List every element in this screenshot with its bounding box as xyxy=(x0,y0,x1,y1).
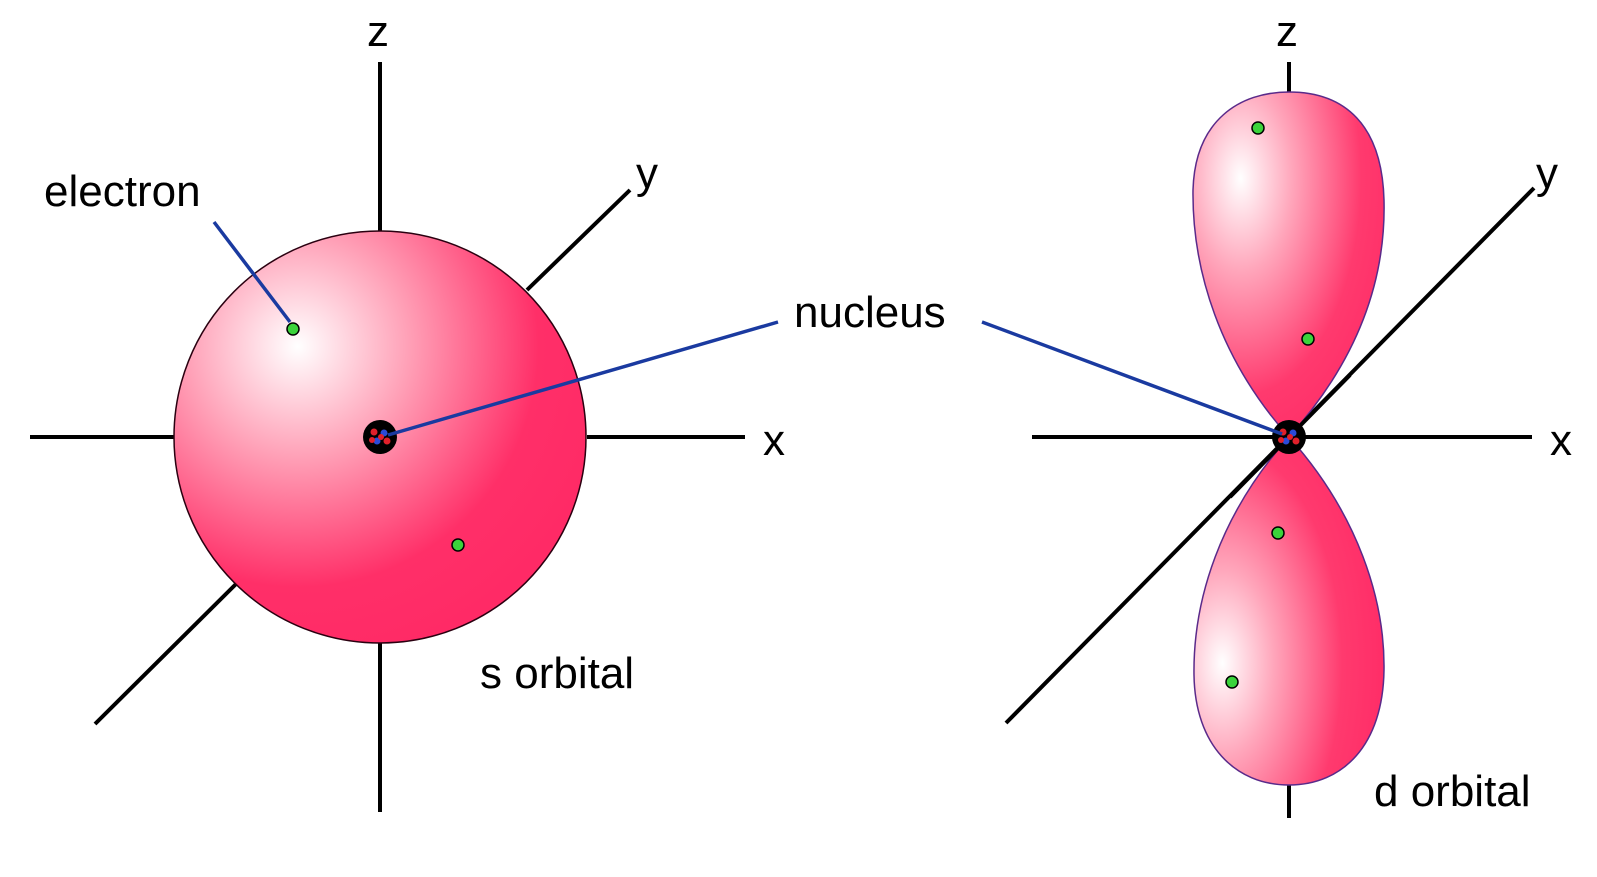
s-y-axis-upper xyxy=(525,188,632,292)
s-x-axis-label: x xyxy=(763,416,785,465)
s-nucleus-leader-line xyxy=(387,320,779,437)
d-orbital-label: d orbital xyxy=(1374,767,1531,816)
d-nucleus xyxy=(1272,420,1306,454)
s-z-axis-label: z xyxy=(367,7,389,56)
d-z-axis-label: z xyxy=(1276,7,1298,56)
s-y-axis-lower xyxy=(93,582,238,726)
d-electron-1 xyxy=(1251,121,1265,135)
d-y-axis-label: y xyxy=(1536,149,1558,198)
electron-label: electron xyxy=(44,167,201,216)
d-orbital-group: z y x d orbital xyxy=(981,7,1572,818)
s-orbital-label: s orbital xyxy=(480,649,634,698)
d-nucleus-leader-line xyxy=(981,320,1283,436)
d-orbital-upper-lobe xyxy=(1192,91,1385,439)
s-nucleus xyxy=(363,420,397,454)
d-electron-2 xyxy=(1301,332,1315,346)
d-electron-3 xyxy=(1271,526,1285,540)
s-electron-1 xyxy=(286,322,300,336)
s-y-axis-label: y xyxy=(636,149,658,198)
electron-leader-line xyxy=(212,220,292,324)
d-x-axis-label: x xyxy=(1550,416,1572,465)
d-orbital-lower-lobe xyxy=(1193,435,1385,786)
s-orbital-group: z y x electron s orbital xyxy=(30,7,785,812)
d-electron-4 xyxy=(1225,675,1239,689)
s-electron-2 xyxy=(451,538,465,552)
nucleus-label: nucleus xyxy=(794,288,946,337)
